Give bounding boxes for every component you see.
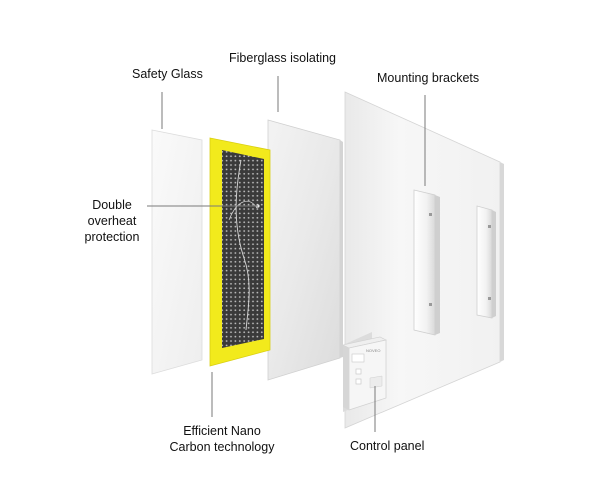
label-line: protection xyxy=(84,230,140,244)
label-line: Carbon technology xyxy=(169,440,275,454)
label-double-overheat-protection: Double overheat protection xyxy=(82,197,142,245)
label-nano-carbon: Efficient Nano Carbon technology xyxy=(168,423,276,455)
mounting-bracket xyxy=(476,205,496,319)
label-safety-glass: Safety Glass xyxy=(132,67,203,81)
mounting-bracket xyxy=(413,189,440,336)
fiberglass-layer xyxy=(267,119,343,381)
label-line: Efficient Nano xyxy=(183,424,261,438)
label-line: overheat xyxy=(87,214,137,228)
safety-glass-layer xyxy=(151,129,203,375)
control-brand: NOVEO xyxy=(366,348,380,353)
heating-element xyxy=(209,137,271,367)
label-control-panel: Control panel xyxy=(350,439,425,453)
label-line: Double xyxy=(92,198,132,212)
label-mounting-brackets: Mounting brackets xyxy=(377,71,480,85)
thermostat-control: NOVEO xyxy=(342,332,387,412)
label-fiberglass-isolating: Fiberglass isolating xyxy=(229,51,336,65)
